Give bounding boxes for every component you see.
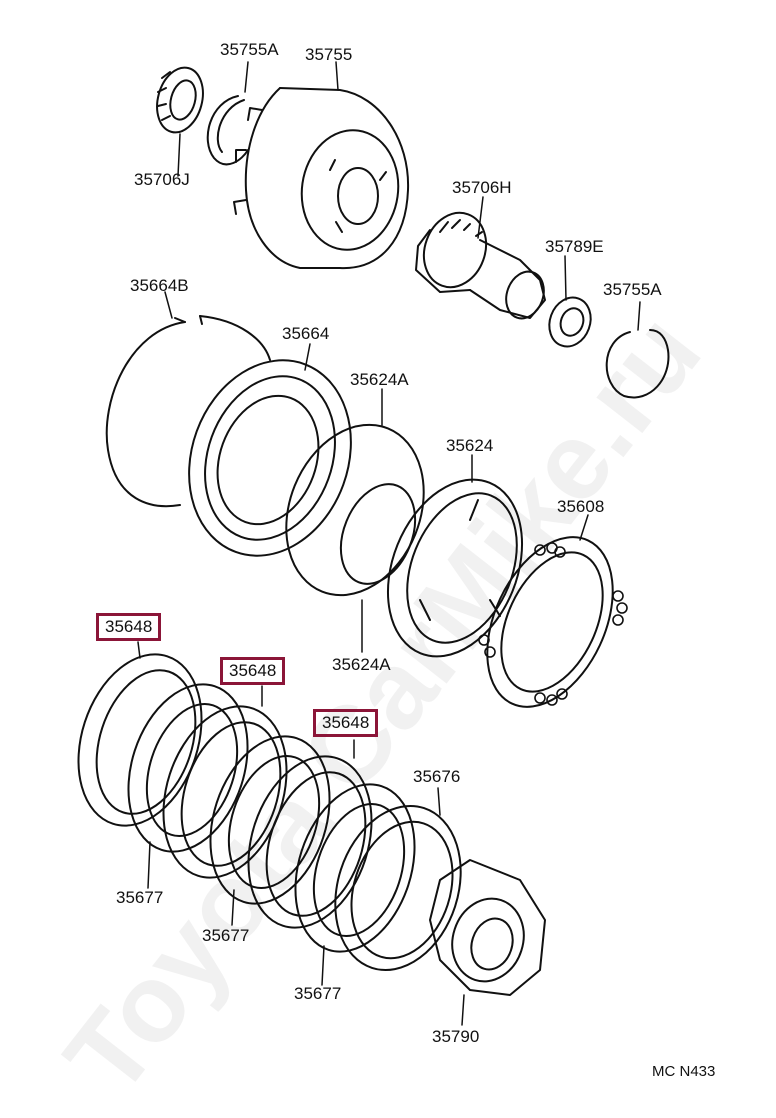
clutch-disc-35677-1[interactable] [108, 669, 268, 867]
label-35677-2[interactable]: 35677 [202, 926, 250, 945]
shaft-35706h[interactable] [414, 204, 550, 324]
leader-lines [137, 61, 641, 1026]
label-35755[interactable]: 35755 [305, 45, 353, 64]
piston-35664[interactable] [163, 337, 378, 578]
label-35676[interactable]: 35676 [413, 767, 461, 786]
snap-ring-35664b[interactable] [105, 315, 271, 508]
label-35624a-bottom[interactable]: 35624A [332, 655, 391, 674]
oil-seal-35706j[interactable] [150, 62, 210, 137]
label-35664[interactable]: 35664 [282, 324, 330, 343]
flange-35676[interactable] [315, 790, 481, 987]
label-35648-1-highlighted[interactable]: 35648 [96, 613, 162, 641]
o-ring-35624a-outer[interactable] [262, 404, 448, 616]
reaction-sleeve-35624[interactable] [363, 459, 547, 676]
return-spring-35608[interactable] [462, 517, 638, 727]
label-35790[interactable]: 35790 [432, 1027, 480, 1046]
clutch-plate-35648-3[interactable] [228, 740, 393, 943]
label-35664b[interactable]: 35664B [130, 276, 189, 295]
label-35677-1[interactable]: 35677 [116, 888, 164, 907]
label-35706h[interactable]: 35706H [452, 178, 512, 197]
snap-ring-35755a-right[interactable] [605, 329, 670, 399]
label-35755a-top[interactable]: 35755A [220, 40, 279, 59]
diagram-code: MC N433 [652, 1063, 716, 1080]
label-35624a-top[interactable]: 35624A [350, 370, 409, 389]
hub-35790[interactable] [429, 859, 546, 996]
clutch-plate-35648-1[interactable] [58, 638, 223, 841]
label-35706j[interactable]: 35706J [134, 170, 190, 189]
label-35789e[interactable]: 35789E [545, 237, 604, 256]
label-35677-3[interactable]: 35677 [294, 984, 342, 1003]
thrust-washer-35789e[interactable] [543, 292, 598, 353]
label-35755a-right[interactable]: 35755A [603, 280, 662, 299]
exploded-parts-diagram [58, 61, 670, 1026]
label-35648-2-highlighted[interactable]: 35648 [220, 657, 286, 685]
clutch-disc-35677-2[interactable] [190, 721, 350, 919]
label-35624[interactable]: 35624 [446, 436, 494, 455]
label-35608[interactable]: 35608 [557, 497, 605, 516]
clutch-disc-35677-3[interactable] [275, 769, 435, 967]
snap-ring-35755a-top[interactable] [206, 95, 249, 166]
label-35648-3-highlighted[interactable]: 35648 [313, 709, 379, 737]
o-ring-35624a-inner[interactable] [327, 473, 429, 595]
clutch-drum-35755[interactable] [233, 87, 410, 270]
clutch-plate-35648-2[interactable] [143, 690, 308, 893]
